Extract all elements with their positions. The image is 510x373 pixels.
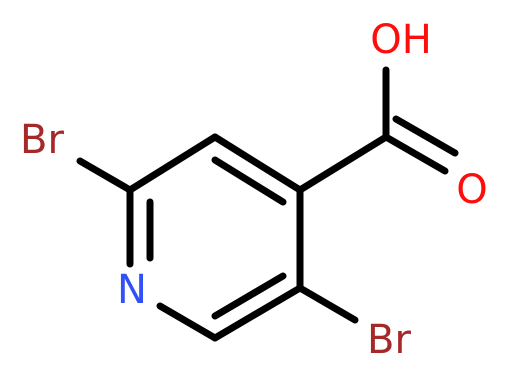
bond-c3-c4 bbox=[211, 133, 304, 194]
bond-cacid-o-second bbox=[392, 115, 459, 157]
atom-label-bromine-5: Br bbox=[367, 317, 411, 363]
atom-label-carbonyl-oxygen: O bbox=[456, 167, 487, 213]
bond-cacid-o bbox=[382, 133, 449, 175]
bonds bbox=[76, 66, 459, 342]
bond-c2-br bbox=[76, 157, 134, 194]
bond-c5-c6-inner bbox=[211, 272, 287, 320]
atom-labels: OH O Br Br N bbox=[20, 17, 488, 363]
bond-c6-n bbox=[156, 302, 219, 342]
bond-c5-c6 bbox=[211, 284, 304, 342]
atom-label-bromine-2: Br bbox=[20, 117, 64, 163]
atom-label-nitrogen: N bbox=[117, 267, 147, 313]
bond-c3-c4-inner bbox=[211, 156, 287, 206]
bond-c4-cacid bbox=[296, 133, 390, 194]
bond-c5-br bbox=[296, 284, 359, 324]
atom-label-hydroxyl: OH bbox=[370, 17, 432, 63]
bond-c2-c3 bbox=[126, 133, 219, 194]
